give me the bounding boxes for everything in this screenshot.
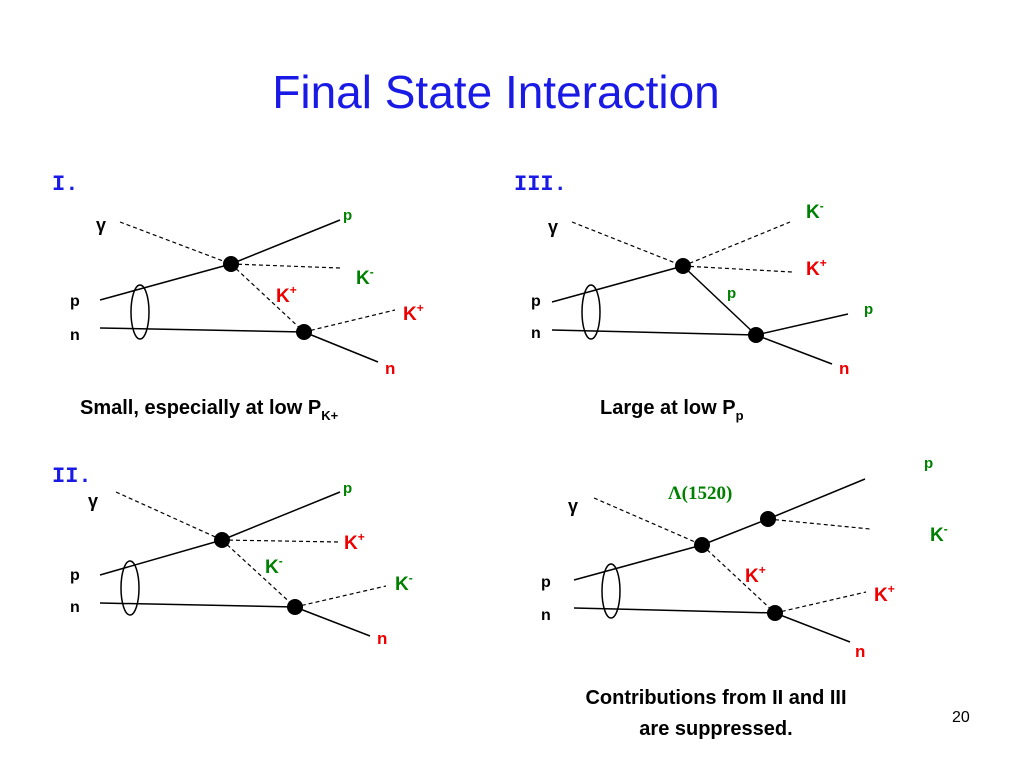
diagram-iii-label: III.: [514, 172, 567, 197]
diagram-i-neutron-line: [99, 327, 305, 333]
diagram-i: I. γ p n p K- K+ K+ n Small, especially …: [52, 172, 424, 423]
diagram-iv-kminus-label: K-: [930, 522, 948, 546]
diagram-iii-vertex-2: [748, 327, 764, 343]
diagram-ii-kplus-line: [221, 539, 341, 543]
diagram-i-kplus-out-line: [303, 309, 396, 333]
diagram-iv-kplus-exchange-label: K+: [745, 563, 766, 587]
diagram-iii-proton-in-label: p: [531, 293, 541, 310]
diagram-iii-neutron-line: [551, 329, 757, 336]
diagram-ii-neutron-out-line: [294, 606, 371, 637]
diagram-ii-proton-out-line: [221, 491, 341, 541]
diagram-iv-kplus-exchange-line: [701, 544, 776, 614]
diagram-ii-kminus-exchange-label: K-: [265, 554, 283, 578]
diagram-iv-lambda-line: [701, 518, 769, 546]
diagram-iv-deuteron-ellipse: [601, 563, 621, 619]
diagram-iv-proton-line: [573, 544, 703, 581]
conclusion-line-2: are suppressed.: [639, 718, 792, 740]
diagram-ii-deuteron-ellipse: [120, 560, 140, 616]
diagram-ii: II. γ p n p K+ K- K- n: [52, 464, 413, 648]
diagram-iv-proton-out-label: p: [924, 455, 933, 472]
diagram-iv-neutron-line: [573, 607, 776, 614]
diagram-iv-neutron-in-label: n: [541, 607, 551, 624]
diagram-iii-photon-line: [571, 221, 684, 267]
diagram-i-proton-in-label: p: [70, 293, 80, 310]
diagram-iv-photon-line: [593, 497, 703, 546]
diagram-i-neutron-out-label: n: [385, 359, 395, 378]
diagram-iii: III. γ p n K- K+ p p n Large at low Pp: [514, 172, 873, 423]
diagram-ii-neutron-in-label: n: [70, 599, 80, 616]
diagram-i-kminus-line: [230, 263, 341, 269]
diagram-ii-proton-line: [99, 539, 223, 576]
diagram-i-neutron-in-label: n: [70, 327, 80, 344]
diagram-i-proton-out-line: [230, 219, 341, 265]
diagram-ii-kplus-label: K+: [344, 530, 365, 554]
diagram-iv-kminus-line: [767, 518, 871, 530]
diagram-iii-proton-out-label: p: [864, 301, 873, 318]
diagram-iii-vertex-1: [675, 258, 691, 274]
diagram-iii-proton-exchange-line: [682, 265, 757, 336]
diagram-ii-neutron-out-label: n: [377, 629, 387, 648]
diagram-iii-deuteron-ellipse: [581, 284, 601, 340]
diagram-iii-caption: Large at low Pp: [600, 397, 744, 423]
diagram-ii-gamma-label: γ: [88, 491, 98, 511]
diagram-iv-lambda-label: Λ(1520): [668, 483, 732, 504]
diagram-iii-proton-line: [551, 265, 684, 303]
diagram-iii-neutron-in-label: n: [531, 325, 541, 342]
diagram-ii-proton-in-label: p: [70, 567, 80, 584]
page-number: 20: [952, 709, 970, 726]
diagram-ii-vertex-1: [214, 532, 230, 548]
diagram-iv: γ p n Λ(1520) p K- K+ K+ n: [541, 455, 948, 661]
diagram-i-proton-line: [99, 263, 232, 301]
diagram-i-vertex-2: [296, 324, 312, 340]
diagram-i-kplus-exchange-label: K+: [276, 283, 297, 307]
diagram-i-photon-line: [119, 221, 232, 265]
diagram-iv-vertex-2: [767, 605, 783, 621]
diagram-iii-proton-out-line: [755, 313, 849, 336]
diagram-iv-neutron-out-line: [774, 612, 851, 643]
diagram-i-kminus-label: K-: [356, 265, 374, 289]
diagram-i-kplus-out-label: K+: [403, 301, 424, 325]
diagram-iv-kplus-out-line: [774, 591, 867, 614]
diagram-i-label: I.: [52, 172, 78, 197]
diagram-i-kplus-exchange-line: [230, 263, 305, 333]
diagram-i-gamma-label: γ: [96, 215, 106, 235]
diagram-ii-kminus-out-label: K-: [395, 571, 413, 595]
diagram-ii-photon-line: [115, 491, 223, 541]
diagram-ii-proton-out-label: p: [343, 480, 352, 497]
diagram-i-caption: Small, especially at low PK+: [80, 397, 339, 423]
diagram-ii-label: II.: [52, 464, 92, 489]
diagram-iii-proton-exchange-label: p: [727, 285, 736, 302]
diagram-iii-kminus-label: K-: [806, 199, 824, 223]
diagram-iii-kminus-line: [682, 221, 791, 267]
diagram-ii-vertex-2: [287, 599, 303, 615]
diagram-iii-kplus-line: [682, 265, 793, 273]
diagram-iv-gamma-label: γ: [568, 496, 578, 516]
diagram-i-vertex-1: [223, 256, 239, 272]
diagram-iv-vertex-1: [694, 537, 710, 553]
diagram-i-neutron-out-line: [303, 331, 379, 363]
slide-title: Final State Interaction: [272, 66, 719, 118]
diagram-iii-gamma-label: γ: [548, 217, 558, 237]
conclusion-line-1: Contributions from II and III: [585, 687, 846, 709]
diagram-ii-kminus-out-line: [294, 585, 387, 608]
diagram-iv-proton-out-line: [767, 478, 866, 520]
diagram-iii-kplus-label: K+: [806, 256, 827, 280]
diagram-i-proton-out-label: p: [343, 207, 352, 224]
diagram-iii-neutron-out-label: n: [839, 359, 849, 378]
diagram-iv-neutron-out-label: n: [855, 642, 865, 661]
diagram-ii-neutron-line: [99, 602, 296, 608]
diagram-iv-proton-in-label: p: [541, 574, 551, 591]
diagram-ii-kminus-exchange-line: [221, 539, 296, 608]
diagram-iv-vertex-lambda: [760, 511, 776, 527]
diagram-i-deuteron-ellipse: [130, 284, 150, 340]
diagram-iii-neutron-out-line: [755, 334, 833, 365]
diagram-iv-kplus-out-label: K+: [874, 582, 895, 606]
